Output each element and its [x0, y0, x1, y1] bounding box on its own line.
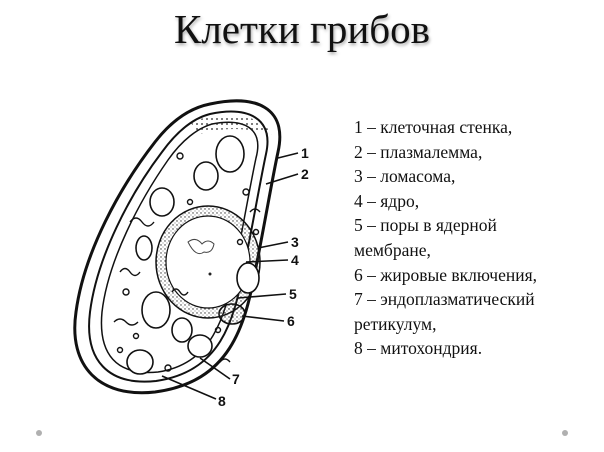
slide-nav-dot-right[interactable] — [562, 430, 568, 436]
label-4: 4 — [291, 252, 299, 268]
organelles — [126, 135, 260, 375]
label-2: 2 — [301, 166, 309, 182]
legend-item-6: 6 – жировые включения, — [354, 264, 537, 285]
nucleus — [165, 215, 251, 309]
legend-item-5: 5 – поры в ядерной — [354, 215, 497, 236]
label-5: 5 — [289, 286, 297, 302]
slide-nav-dot-left[interactable] — [36, 430, 42, 436]
nucleolus — [187, 238, 215, 255]
endoplasmic-reticulum — [113, 152, 261, 372]
label-3: 3 — [291, 234, 299, 250]
legend-item-4: 4 – ядро, — [354, 190, 420, 211]
label-6: 6 — [287, 313, 295, 329]
fungal-cell-diagram: 1 2 3 4 5 6 7 8 — [73, 99, 309, 409]
slide-title: Клетки грибов — [173, 6, 430, 52]
leader-lines — [161, 152, 299, 400]
label-1: 1 — [301, 145, 309, 161]
legend-item-5-cont: мембране, — [354, 239, 431, 260]
legend-item-2: 2 – плазмалемма, — [354, 141, 483, 162]
label-8: 8 — [218, 393, 226, 409]
legend-item-7: 7 – эндоплазматический — [354, 289, 535, 310]
cytoplasm-top-stipple — [190, 115, 272, 137]
legend-item-7-cont: ретикулум, — [354, 313, 437, 334]
legend-item-8: 8 – митохондрия. — [354, 338, 483, 359]
legend-item-3: 3 – ломасома, — [354, 166, 456, 187]
label-7: 7 — [232, 371, 240, 387]
legend: 1 – клеточная стенка, 2 – плазмалемма, 3… — [354, 115, 594, 361]
legend-item-1: 1 – клеточная стенка, — [354, 117, 513, 137]
